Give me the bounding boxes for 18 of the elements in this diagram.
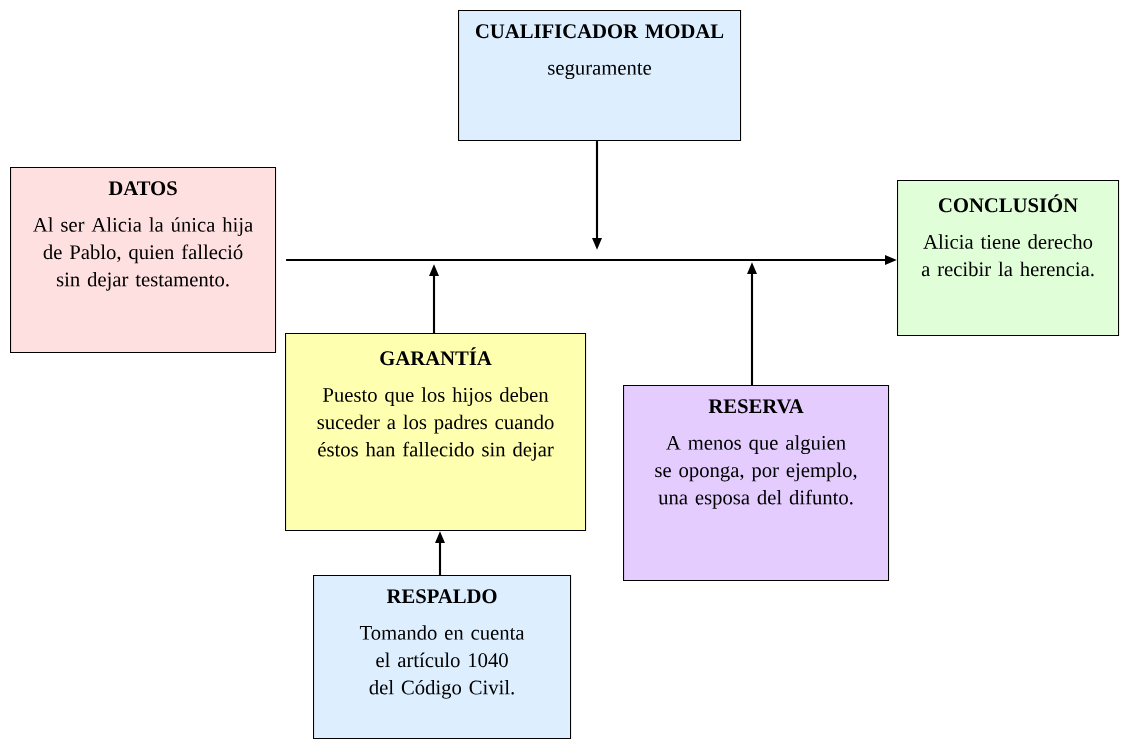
node-label: RESERVA — [708, 399, 804, 414]
data-box — [10, 167, 277, 354]
node-label: DATOS — [108, 181, 177, 196]
node-label: RESPALDO — [386, 589, 497, 604]
node-label: CUALIFICADOR MODAL — [475, 24, 724, 39]
node-label: Tomando en cuenta el artículo 1040 del Código Civil. — [359, 625, 525, 699]
node-label: CONCLUSIÓN — [938, 194, 1078, 213]
conclusion-box — [897, 180, 1120, 337]
node-label: A menos que alguien se oponga, por ejemplo, una esposa del difunto. — [655, 435, 857, 509]
node-label: seguramente — [548, 62, 652, 80]
node-label: Puesto que los hijos deben suceder a los padres cuando éstos han fallecido sin dejar — [317, 387, 554, 461]
node-label: Alicia tiene derecho a recibir la herencia. — [921, 234, 1094, 277]
node-label: Al ser Alicia la única hija de Pablo, quien falleció sin dejar testamento. — [33, 217, 253, 291]
warrant-box — [285, 333, 587, 532]
rebuttal-box — [623, 385, 890, 582]
node-label: GARANTÍA — [380, 347, 492, 366]
modal-qualifier-box — [458, 10, 742, 142]
backing-box — [313, 575, 572, 740]
